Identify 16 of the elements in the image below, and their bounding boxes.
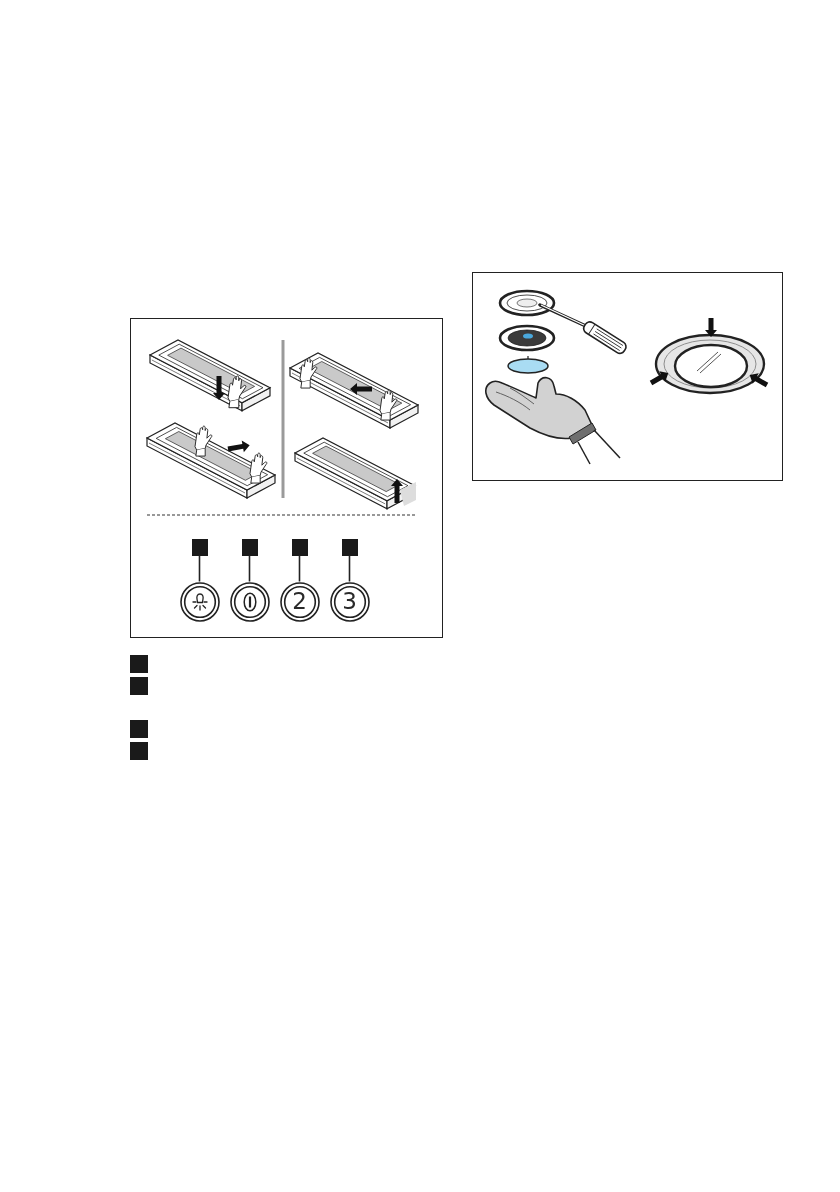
callout-marker xyxy=(191,538,208,556)
leader-line xyxy=(198,554,201,583)
callout-marker xyxy=(341,538,358,556)
callout-marker xyxy=(241,538,258,556)
control-button xyxy=(179,581,220,622)
callout-marker xyxy=(130,720,148,738)
callout-marker xyxy=(291,538,308,556)
control-button xyxy=(229,581,270,622)
callout-marker xyxy=(130,655,148,673)
control-button: 3 xyxy=(329,581,370,622)
leader-line xyxy=(348,554,351,583)
control-button: 2 xyxy=(279,581,320,622)
leader-line xyxy=(298,554,301,583)
callout-marker xyxy=(130,677,148,695)
leader-line xyxy=(248,554,251,583)
callout-marker xyxy=(130,742,148,760)
